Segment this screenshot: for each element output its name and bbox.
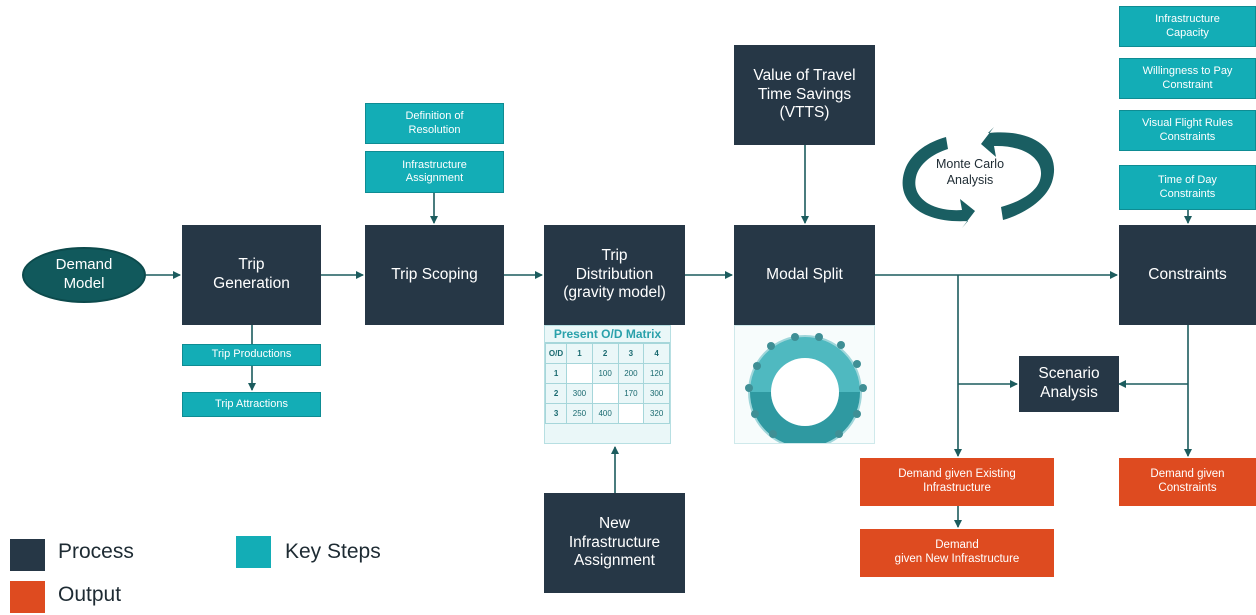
od-row-header: 2 bbox=[545, 383, 568, 404]
od-cell: 200 bbox=[617, 363, 645, 384]
od-row: 3 250 400 320 bbox=[545, 403, 670, 424]
constraints-box: Constraints bbox=[1119, 225, 1256, 325]
legend-output-label: Output bbox=[58, 583, 122, 606]
willingness-to-pay-step: Willingness to Pay Constraint bbox=[1119, 58, 1256, 99]
mode-wheel-illustration bbox=[734, 325, 875, 444]
new-infrastructure-box: New Infrastructure Assignment bbox=[544, 493, 685, 593]
od-row-header: 1 bbox=[545, 363, 568, 384]
infrastructure-capacity-step: Infrastructure Capacity bbox=[1119, 6, 1256, 47]
od-cell: 300 bbox=[643, 383, 670, 404]
existing-infrastructure-output: Demand given Existing Infrastructure bbox=[860, 458, 1054, 506]
od-cell bbox=[617, 403, 645, 424]
od-cell: 300 bbox=[566, 383, 593, 404]
trip-productions-step: Trip Productions bbox=[182, 344, 321, 366]
monte-carlo-label: Monte Carlo Analysis bbox=[935, 157, 1005, 187]
od-corner-o: O bbox=[548, 349, 556, 358]
constraints-output: Demand given Constraints bbox=[1119, 458, 1256, 506]
od-cell: 250 bbox=[566, 403, 593, 424]
od-row: 2 300 170 300 bbox=[545, 383, 670, 404]
infrastructure-assignment-step: Infrastructure Assignment bbox=[365, 151, 504, 193]
monte-carlo-icon bbox=[902, 127, 1055, 228]
od-cell: 400 bbox=[591, 403, 619, 424]
new-infrastructure-output: Demand given New Infrastructure bbox=[860, 529, 1054, 577]
od-matrix-table: O/D 1 2 3 4 1 100 200 120 2 300 170 300 bbox=[545, 343, 670, 424]
od-col-header: 1 bbox=[566, 343, 593, 364]
od-cell: 320 bbox=[643, 403, 670, 424]
legend-process-label: Process bbox=[58, 540, 134, 563]
od-cell: 100 bbox=[591, 363, 619, 384]
scenario-analysis-box: Scenario Analysis bbox=[1019, 356, 1119, 412]
od-col-header: 2 bbox=[591, 343, 619, 364]
time-of-day-step: Time of Day Constraints bbox=[1119, 165, 1256, 210]
vtts-box: Value of Travel Time Savings (VTTS) bbox=[734, 45, 875, 145]
demand-model-node: Demand Model bbox=[22, 247, 146, 303]
od-cell bbox=[566, 363, 593, 384]
definition-of-resolution-step: Definition of Resolution bbox=[365, 103, 504, 144]
od-cell: 120 bbox=[643, 363, 670, 384]
trip-scoping-box: Trip Scoping bbox=[365, 225, 504, 325]
trip-generation-box: Trip Generation bbox=[182, 225, 321, 325]
od-col-header: 3 bbox=[617, 343, 645, 364]
od-matrix-title: Present O/D Matrix bbox=[545, 326, 670, 343]
visual-flight-rules-step: Visual Flight Rules Constraints bbox=[1119, 110, 1256, 151]
mode-wheel-graphic bbox=[745, 333, 867, 443]
od-corner-d: D bbox=[557, 349, 564, 358]
legend-key-steps-label: Key Steps bbox=[285, 540, 381, 563]
od-cell: 170 bbox=[617, 383, 645, 404]
legend-output-swatch bbox=[10, 581, 45, 613]
od-col-header: 4 bbox=[643, 343, 670, 364]
od-row: 1 100 200 120 bbox=[545, 363, 670, 384]
od-row-header: 3 bbox=[545, 403, 568, 424]
legend-key-steps-swatch bbox=[236, 536, 271, 568]
od-matrix: Present O/D Matrix O/D 1 2 3 4 1 100 200… bbox=[544, 325, 671, 444]
trip-attractions-step: Trip Attractions bbox=[182, 392, 321, 417]
od-corner: O/D bbox=[545, 343, 568, 364]
legend-process-swatch bbox=[10, 539, 45, 571]
od-cell bbox=[591, 383, 619, 404]
trip-distribution-box: Trip Distribution (gravity model) bbox=[544, 225, 685, 325]
modal-split-box: Modal Split bbox=[734, 225, 875, 325]
